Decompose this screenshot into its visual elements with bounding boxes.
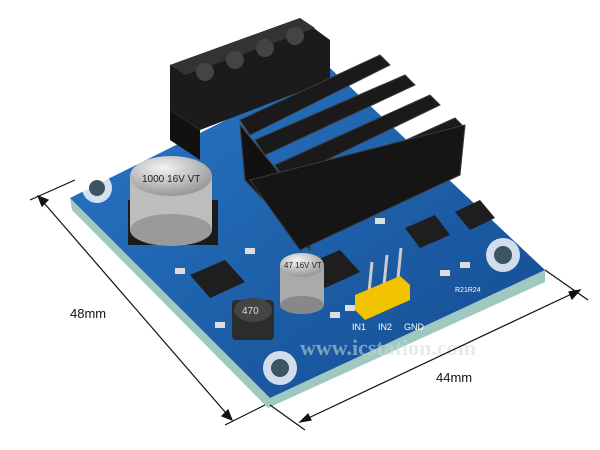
electrolytic-capacitor-47uf: 47 16V VT [280, 253, 324, 314]
width-dimension-label: 44mm [436, 370, 473, 385]
height-dimension-label: 48mm [70, 306, 107, 321]
pin-labels: IN1 IN2 GND R21R24 [352, 287, 481, 332]
heatsink [239, 54, 466, 252]
pin-header [355, 247, 410, 320]
smd-components [175, 218, 470, 328]
pcb-edge [70, 198, 545, 408]
pin-label-in1: IN1 [352, 322, 366, 332]
resistor-label: R21R24 [455, 287, 481, 294]
screw-terminal [170, 18, 330, 160]
big-cap-label: 1000 16V VT [142, 174, 200, 185]
watermark: www.icstation.com [300, 335, 476, 360]
small-cap-label: 47 16V VT [284, 261, 322, 270]
dimension-lines [29, 179, 589, 431]
pin-label-in2: IN2 [378, 322, 392, 332]
mounting-holes [82, 173, 520, 385]
inductor-label: 470 [242, 306, 259, 317]
electrolytic-capacitor-1000uf: 1000 16V VT [128, 156, 218, 246]
pin-label-gnd: GND [404, 322, 425, 332]
inductor: 470 [232, 298, 274, 340]
